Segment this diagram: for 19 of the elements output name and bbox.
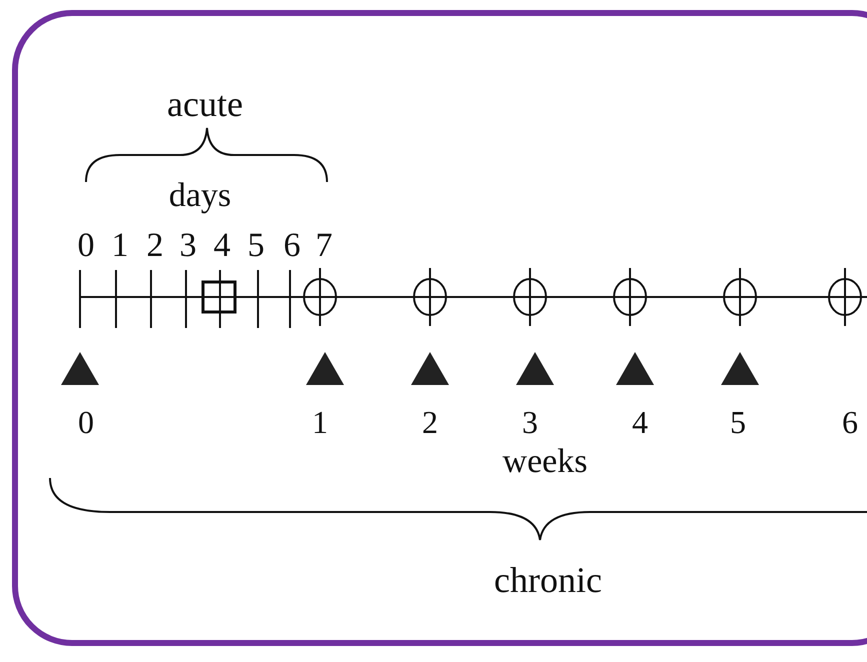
tick-label: 4 <box>632 406 648 438</box>
axis-unit-label: days <box>168 179 232 213</box>
tick-label: 1 <box>312 406 328 438</box>
tick-label: 5 <box>730 406 746 438</box>
tick-label: 3 <box>522 406 538 438</box>
tick-label: 6 <box>842 406 858 438</box>
tick-label: 5 <box>248 229 264 263</box>
period-label: chronic <box>494 562 602 598</box>
tick-label: 2 <box>422 406 438 438</box>
tick-label: 0 <box>78 406 94 438</box>
tick-label: 6 <box>284 229 300 263</box>
tick-label: 7 <box>316 229 332 263</box>
tick-label: 3 <box>180 229 196 263</box>
tick-label: 4 <box>214 229 230 263</box>
tick-label: 2 <box>146 229 164 263</box>
tick-label: 1 <box>112 229 128 263</box>
period-label: acute <box>167 86 243 122</box>
axis-unit-label: weeks <box>502 445 588 479</box>
tick-label: 0 <box>78 229 94 263</box>
